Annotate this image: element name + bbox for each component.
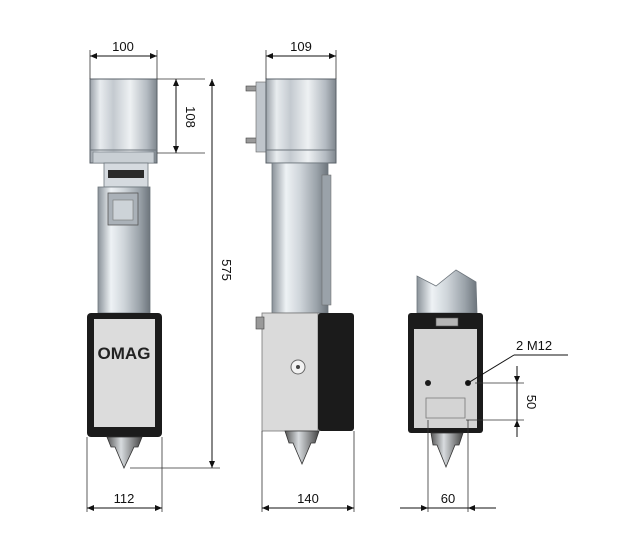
- bottom-dimensions: 2 M12 50 60: [400, 338, 568, 512]
- omag-logo: OMAG: [98, 344, 151, 363]
- front-motor: [89, 78, 158, 164]
- side-housing-block: [318, 313, 354, 431]
- dim-motor-height: 108: [183, 106, 198, 128]
- dim-side-top-width: 109: [290, 39, 312, 54]
- front-tool-tip: [106, 436, 143, 469]
- side-dimensions: 109 140: [261, 39, 355, 512]
- side-motor: [265, 78, 337, 164]
- dim-front-top-width: 100: [112, 39, 134, 54]
- dim-front-base-width: 112: [114, 491, 135, 506]
- side-housing-panel: [261, 312, 319, 432]
- dim-bottom-base-width: 60: [441, 491, 455, 506]
- bottom-view: [408, 269, 483, 469]
- dim-side-base-width: 140: [297, 491, 319, 506]
- front-panel: [94, 319, 155, 427]
- front-dimensions: 100 108 575 112: [86, 39, 234, 512]
- dim-thread-callout: 2 M12: [516, 338, 552, 353]
- front-view: OMAG: [87, 78, 162, 469]
- bottom-tool-tip: [430, 432, 464, 469]
- side-tool-tip: [284, 430, 320, 466]
- dim-total-height: 575: [219, 259, 234, 281]
- bottom-broken-column: [416, 269, 478, 314]
- side-view: [245, 78, 354, 466]
- m12-hole-left: [425, 380, 431, 386]
- side-column: [271, 162, 329, 314]
- dim-thread-spacing: 50: [524, 395, 539, 409]
